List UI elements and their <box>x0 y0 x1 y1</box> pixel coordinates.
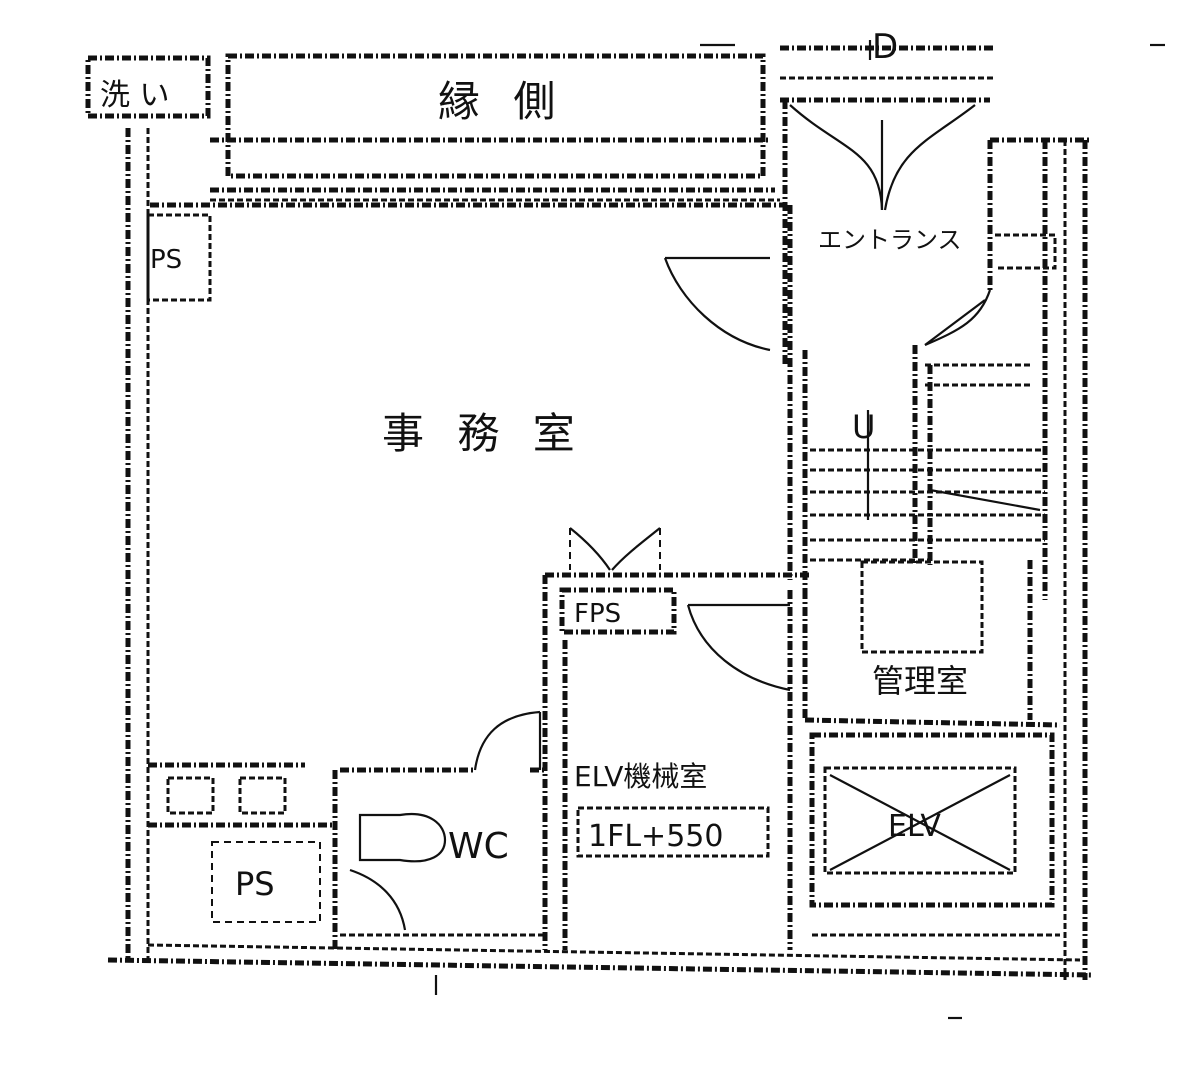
manager-room <box>802 560 1061 728</box>
stair-up-label: U <box>852 408 875 446</box>
elv-machine-room <box>562 590 793 950</box>
left-closet-label: PS <box>150 245 182 275</box>
ps-label: PS <box>235 865 275 903</box>
misc-marks <box>434 975 962 1020</box>
left-closet <box>146 213 212 302</box>
top-left-box <box>85 55 211 119</box>
office-label: 事 務 室 <box>382 409 585 458</box>
elv-machine-room-label: ELV機械室 <box>574 760 707 793</box>
balcony-area <box>210 53 780 202</box>
stairs <box>810 345 1045 565</box>
outer-walls <box>107 45 1093 980</box>
entrance-label: エントランス <box>818 226 962 254</box>
fps-box <box>542 527 810 950</box>
bottom-left-block <box>148 762 335 923</box>
fps-label: FPS <box>574 599 621 629</box>
manager-room-label: 管理室 <box>872 662 968 700</box>
wc-label: WC <box>448 826 509 867</box>
dimension-marker <box>700 40 1165 60</box>
elv-level-label: 1FL+550 <box>588 819 723 854</box>
elv-shaft <box>809 732 1060 937</box>
wc-room <box>332 710 545 950</box>
top-left-label: 洗 い <box>100 78 170 113</box>
elv-label: ELV <box>888 809 941 844</box>
office-room <box>150 202 808 590</box>
balcony-label: 縁 側 <box>438 77 565 126</box>
entrance-area <box>782 100 1057 387</box>
dimension-label: D <box>872 27 898 67</box>
